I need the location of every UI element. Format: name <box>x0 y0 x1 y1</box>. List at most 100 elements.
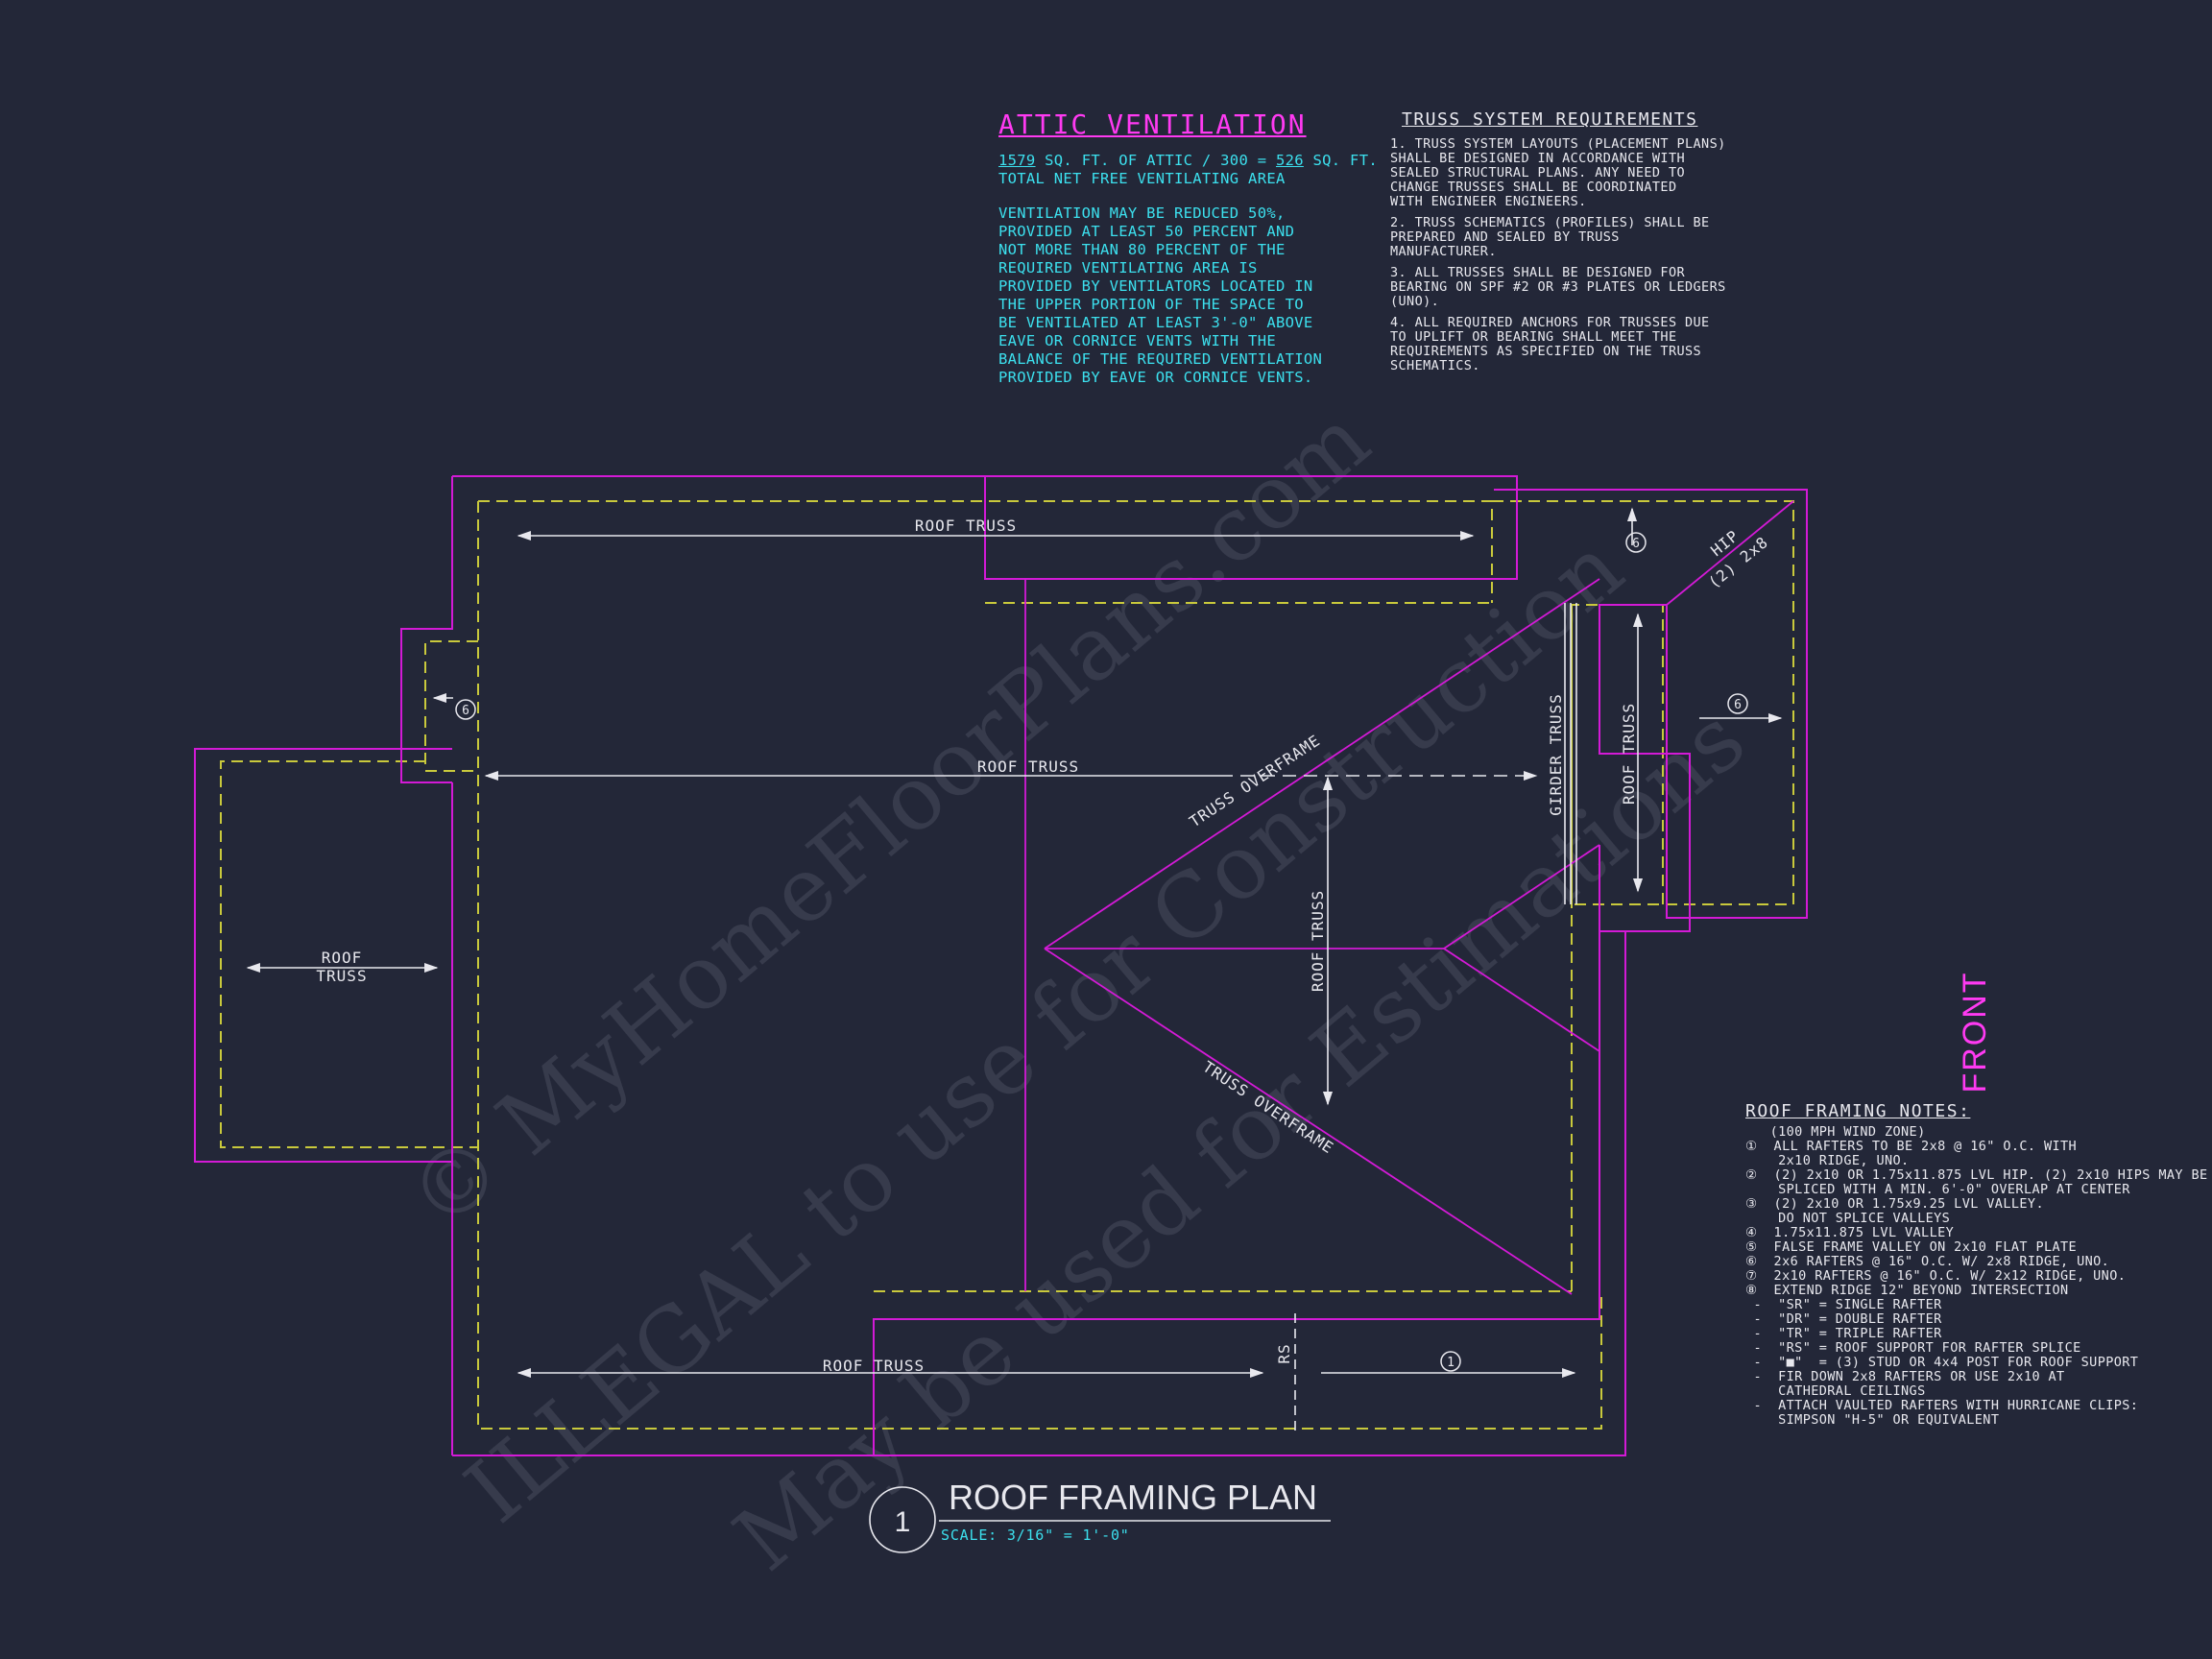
label-roof-truss-top: ROOF TRUSS <box>915 517 1017 535</box>
framing-note-line: DO NOT SPLICE VALLEYS <box>1745 1211 1951 1226</box>
truss-requirement-line: BEARING ON SPF #2 OR #3 PLATES OR LEDGER… <box>1390 279 1726 295</box>
mark-6-bump-circle <box>455 699 476 720</box>
roof-edge-left-wing <box>194 748 452 1163</box>
mark-6-front: 6 <box>1734 698 1742 712</box>
truss-requirements-list: 1. TRUSS SYSTEM LAYOUTS (PLACEMENT PLANS… <box>1390 137 1726 380</box>
truss-requirement-line: SCHEMATICS. <box>1390 358 1480 373</box>
framing-note-line: - ATTACH VAULTED RAFTERS WITH HURRICANE … <box>1745 1398 2139 1413</box>
label-rs: RS <box>1275 1343 1293 1363</box>
truss-requirement-line: MANUFACTURER. <box>1390 244 1497 259</box>
attic-paragraph-line: NOT MORE THAN 80 PERCENT OF THE <box>998 241 1286 258</box>
label-roof-truss-front: ROOF TRUSS <box>1620 703 1638 805</box>
title-text: ROOF FRAMING PLAN <box>949 1478 1317 1517</box>
mark-1: 1 <box>1447 1356 1455 1370</box>
attic-paragraph-line: PROVIDED AT LEAST 50 PERCENT AND <box>998 223 1295 240</box>
mark-6-top: 6 <box>1632 537 1640 551</box>
attic-paragraph-line: PROVIDED BY VENTILATORS LOCATED IN <box>998 277 1313 295</box>
hip-lower <box>1443 948 1600 1052</box>
framing-note-line: - "RS" = ROOF SUPPORT FOR RAFTER SPLICE <box>1745 1340 2081 1356</box>
front-label: FRONT <box>1957 971 1993 1093</box>
framing-note-line: - "TR" = TRIPLE RAFTER <box>1745 1326 1942 1341</box>
attic-calc-end: SQ. FT. <box>1312 152 1378 169</box>
roof-edge-front <box>1494 489 1808 932</box>
girder-truss-lines <box>1564 603 1577 904</box>
framing-note-line: ⑧ EXTEND RIDGE 12" BEYOND INTERSECTION <box>1745 1283 2069 1298</box>
framing-note-line: SIMPSON "H-5" OR EQUIVALENT <box>1745 1412 2000 1428</box>
truss-requirement-line: PREPARED AND SEALED BY TRUSS <box>1390 229 1620 245</box>
truss-requirement-line: WITH ENGINEER ENGINEERS. <box>1390 194 1587 209</box>
framing-note-line: SPLICED WITH A MIN. 6'-0" OVERLAP AT CEN… <box>1745 1182 2130 1197</box>
span-arrows <box>246 507 1783 1431</box>
label-girder-truss: GIRDER TRUSS <box>1547 693 1565 816</box>
truss-requirement-line: 3. ALL TRUSSES SHALL BE DESIGNED FOR <box>1390 265 1685 280</box>
attic-paragraph-line: REQUIRED VENTILATING AREA IS <box>998 259 1258 276</box>
truss-requirements-notes: TRUSS SYSTEM REQUIREMENTS 1. TRUSS SYSTE… <box>1390 109 1726 380</box>
attic-ventilation-paragraph: VENTILATION MAY BE REDUCED 50%,PROVIDED … <box>998 204 1378 387</box>
attic-calc-mid: SQ. FT. OF ATTIC / 300 = <box>1045 152 1267 169</box>
label-roof-truss-vertical: ROOF TRUSS <box>1309 890 1327 992</box>
framing-note-line: ④ 1.75x11.875 LVL VALLEY <box>1745 1225 1955 1240</box>
title-number-circle <box>869 1486 936 1553</box>
attic-ventilation-notes: ATTIC VENTILATION 1579 SQ. FT. OF ATTIC … <box>998 108 1378 387</box>
framing-note-line: ⑤ FALSE FRAME VALLEY ON 2x10 FLAT PLATE <box>1745 1239 2078 1255</box>
framing-note-line: - "SR" = SINGLE RAFTER <box>1745 1297 1942 1312</box>
attic-ventilation-title: ATTIC VENTILATION <box>998 108 1307 140</box>
mark-6-top-circle <box>1625 532 1647 553</box>
title-number: 1 <box>895 1506 911 1538</box>
truss-requirement-line: REQUIREMENTS AS SPECIFIED ON THE TRUSS <box>1390 344 1702 359</box>
framing-note-line: ⑦ 2x10 RAFTERS @ 16" O.C. W/ 2x12 RIDGE,… <box>1745 1268 2127 1284</box>
attic-area-value: 1579 <box>998 152 1036 169</box>
roof-outline <box>194 475 1808 1456</box>
framing-note-line: CATHEDRAL CEILINGS <box>1745 1383 1926 1399</box>
truss-requirement-line: 2. TRUSS SCHEMATICS (PROFILES) SHALL BE <box>1390 215 1710 230</box>
label-roof: ROOF <box>322 949 363 967</box>
framing-note-line: ③ (2) 2x10 OR 1.75x9.25 LVL VALLEY. <box>1745 1196 2044 1212</box>
truss-requirement-line: 1. TRUSS SYSTEM LAYOUTS (PLACEMENT PLANS… <box>1390 136 1726 152</box>
attic-paragraph-line: VENTILATION MAY BE REDUCED 50%, <box>998 204 1286 222</box>
framing-lines <box>1024 500 1794 1295</box>
valley-lower <box>1044 948 1573 1295</box>
eave-outline <box>477 501 1602 1430</box>
label-roof-truss-bottom: ROOF TRUSS <box>823 1357 925 1375</box>
valley-upper <box>1044 578 1600 950</box>
attic-calc-line: 1579 SQ. FT. OF ATTIC / 300 = 526 SQ. FT… <box>998 152 1378 170</box>
roof-framing-notes-list: (100 MPH WIND ZONE)① ALL RAFTERS TO BE 2… <box>1745 1125 2208 1428</box>
mark-6-bump: 6 <box>462 704 469 718</box>
eave-bump <box>424 640 478 772</box>
label-roof-truss-middle: ROOF TRUSS <box>977 757 1079 776</box>
framing-note-line: 2x10 RIDGE, UNO. <box>1745 1153 1910 1168</box>
framing-note-line: ⑥ 2x6 RAFTERS @ 16" O.C. W/ 2x8 RIDGE, U… <box>1745 1254 2110 1269</box>
hip-upper <box>1443 844 1600 950</box>
roof-edge-top <box>452 475 1518 580</box>
truss-requirement-item: 1. TRUSS SYSTEM LAYOUTS (PLACEMENT PLANS… <box>1390 137 1726 209</box>
truss-requirement-line: SHALL BE DESIGNED IN ACCORDANCE WITH <box>1390 151 1685 166</box>
attic-paragraph-line: BALANCE OF THE REQUIRED VENTILATION <box>998 350 1323 368</box>
framing-note-line: ① ALL RAFTERS TO BE 2x8 @ 16" O.C. WITH <box>1745 1139 2078 1154</box>
rafter-marks <box>455 532 1748 1372</box>
attic-paragraph-line: BE VENTILATED AT LEAST 3'-0" ABOVE <box>998 314 1313 331</box>
attic-paragraph-line: PROVIDED BY EAVE OR CORNICE VENTS. <box>998 369 1313 386</box>
eave-left-wing <box>220 760 478 1148</box>
framing-note-line: - "■" = (3) STUD OR 4x4 POST FOR ROOF SU… <box>1745 1355 2139 1370</box>
attic-calc-line-2: TOTAL NET FREE VENTILATING AREA <box>998 170 1286 187</box>
truss-requirement-line: TO UPLIFT OR BEARING SHALL MEET THE <box>1390 329 1677 345</box>
mark-6-front-circle <box>1727 693 1748 714</box>
framing-note-line: (100 MPH WIND ZONE) <box>1745 1124 1926 1140</box>
label-truss: TRUSS <box>316 967 367 985</box>
watermark: © MyHomeFloorPlans.com ILLEGAL to use fo… <box>389 388 1764 1591</box>
framing-note-line: ② (2) 2x10 OR 1.75x11.875 LVL HIP. (2) 2… <box>1745 1167 2208 1183</box>
vent-area-value: 526 <box>1275 152 1304 169</box>
roof-edge-bump <box>400 476 453 783</box>
truss-requirements-title: TRUSS SYSTEM REQUIREMENTS <box>1402 109 1698 130</box>
truss-requirement-line: (UNO). <box>1390 294 1440 309</box>
rafter-mark-numbers: 6 6 6 1 <box>462 537 1742 1370</box>
attic-paragraph-line: EAVE OR CORNICE VENTS WITH THE <box>998 332 1276 349</box>
truss-requirement-line: SEALED STRUCTURAL PLANS. ANY NEED TO <box>1390 165 1685 180</box>
title-scale: SCALE: 3/16" = 1'-0" <box>941 1527 1130 1544</box>
hip-front <box>1666 500 1794 606</box>
